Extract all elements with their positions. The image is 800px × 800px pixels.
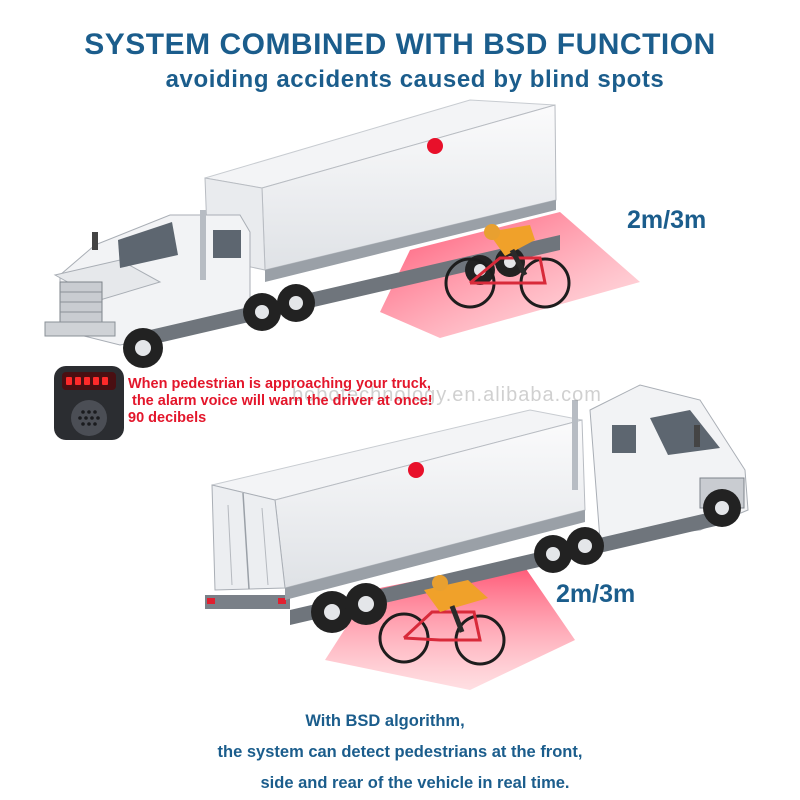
- footer-line-3: side and rear of the vehicle in real tim…: [260, 774, 570, 792]
- alarm-description: When pedestrian is approaching your truc…: [128, 376, 433, 427]
- bottom-truck: [205, 384, 749, 690]
- alarm-line-1: When pedestrian is approaching your truc…: [128, 376, 431, 392]
- footer-line-1: With BSD algorithm,: [305, 712, 465, 730]
- footer-description: With BSD algorithm, the system can detec…: [0, 706, 800, 799]
- top-sensor-dot: [427, 138, 443, 154]
- alarm-line-3: 90 decibels: [128, 410, 207, 426]
- alarm-line-2: the alarm voice will warn the driver at …: [132, 393, 433, 409]
- bottom-distance-label: 2m/3m: [556, 580, 636, 608]
- top-cyclist: [444, 224, 571, 309]
- watermark: bobotechnology.en.alibaba.com: [292, 384, 602, 406]
- top-distance-label: 2m/3m: [627, 206, 707, 234]
- page-subtitle: avoiding accidents caused by blind spots: [165, 66, 665, 93]
- bottom-sensor-dot: [408, 462, 424, 478]
- page-title: SYSTEM COMBINED WITH BSD FUNCTION: [84, 28, 716, 61]
- footer-line-2: the system can detect pedestrians at the…: [217, 743, 583, 761]
- bottom-cyclist: [378, 575, 506, 666]
- top-truck: [44, 99, 640, 368]
- alarm-speaker-device: [54, 366, 124, 440]
